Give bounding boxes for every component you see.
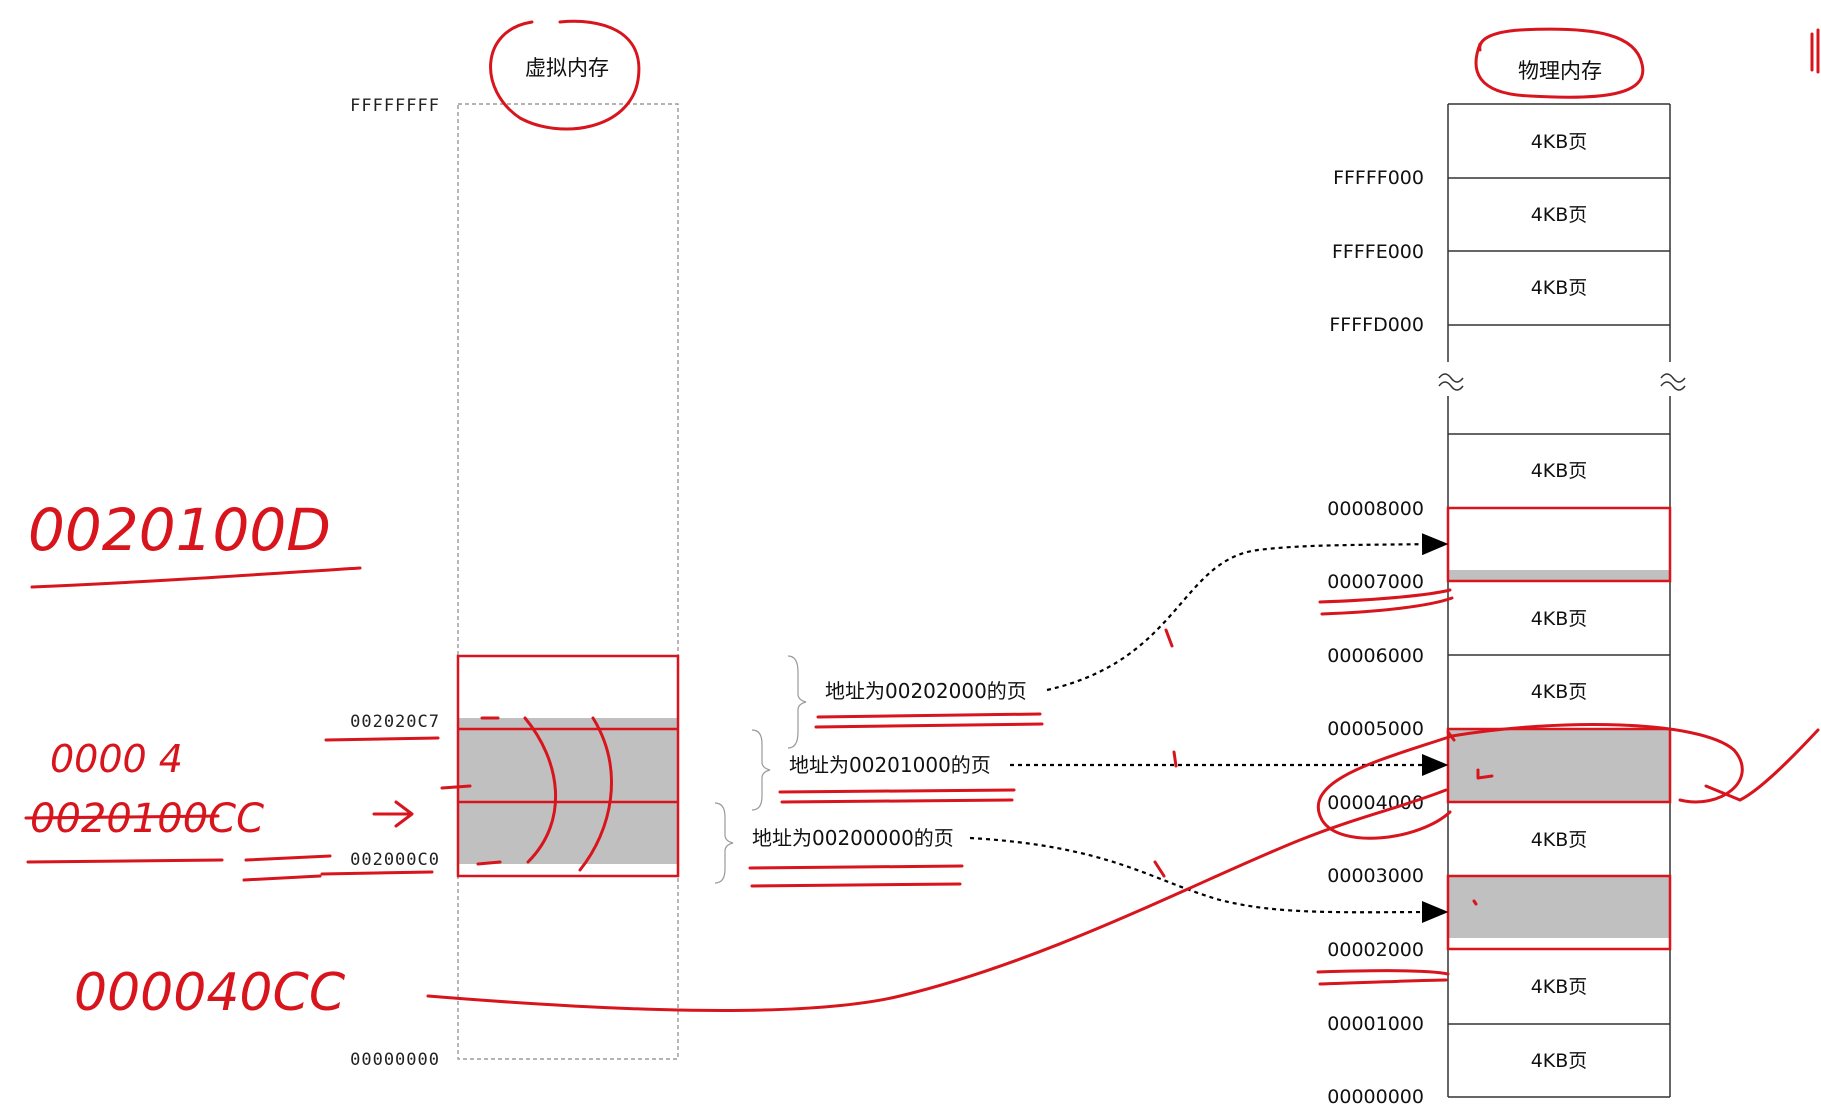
addr-underlines — [320, 736, 440, 876]
virtual-shaded-region — [458, 718, 678, 864]
callout-underline-2 — [778, 788, 1016, 804]
callouts: 地址为00202000的页 地址为00201000的页 地址为00200000的… — [714, 533, 1449, 924]
phys-frame-4000 — [1446, 727, 1672, 804]
callout-label-00200000: 地址为00200000的页 — [752, 826, 954, 850]
arc-1 — [523, 716, 557, 864]
big-number-underline — [30, 566, 362, 589]
page-label: 4KB页 — [1531, 131, 1588, 153]
arrow-to-7000 — [1046, 533, 1449, 692]
phys-addr: FFFFF000 — [1333, 167, 1424, 189]
phys-addr: 00003000 — [1327, 865, 1424, 887]
page-label: 4KB页 — [1531, 608, 1588, 630]
virtual-addr-bottom: 00000000 — [350, 1050, 440, 1070]
callout-label-00202000: 地址为00202000的页 — [825, 679, 1027, 703]
phys-frame-2000-shade — [1448, 876, 1670, 938]
dot-2000 — [1472, 899, 1478, 906]
brace-3 — [714, 802, 734, 884]
phys-addr: 00001000 — [1327, 1013, 1424, 1035]
virtual-memory-column: 虚拟内存 FFFFFFFF 002020C7 002000C0 00000000 — [350, 56, 680, 1070]
page-label: 4KB页 — [1531, 976, 1588, 998]
phys-addr: 00004000 — [1327, 792, 1424, 814]
page-label: 4KB页 — [1531, 277, 1588, 299]
page-label: 4KB页 — [1531, 681, 1588, 703]
virtual-addr-low: 002000C0 — [350, 850, 440, 870]
handwritten-bottom-number: 000040CC — [74, 963, 346, 1023]
physical-memory-column: 物理内存 4KB页 4KB页 4KB页 4KB页 4KB页 4KB页 4KB页 … — [1327, 59, 1686, 1108]
phys-addr: 00000000 — [1327, 1086, 1424, 1108]
arrow-to-2000 — [969, 836, 1449, 924]
callout-underline-3 — [748, 864, 964, 888]
break-mark-left — [1438, 373, 1464, 383]
handwritten-big-number: 0020100D — [28, 496, 331, 564]
handwritten-small-number: 0000 4 — [50, 737, 183, 781]
phys-addr: FFFFE000 — [1332, 241, 1424, 263]
phys-addr: FFFFD000 — [1329, 314, 1424, 336]
mark-4000 — [1476, 768, 1494, 780]
brace-1 — [787, 655, 807, 749]
callout-underline-1 — [814, 712, 1044, 729]
circle-virtual-title — [489, 19, 641, 131]
virtual-memory-title: 虚拟内存 — [525, 56, 609, 80]
underline-7000 — [1318, 588, 1454, 616]
virtual-memory-frame — [457, 103, 679, 1060]
brace-2 — [751, 729, 771, 811]
virtual-addr-mid: 002020C7 — [350, 712, 440, 732]
virtual-pages-box — [456, 654, 680, 878]
page-label: 4KB页 — [1531, 460, 1588, 482]
virtual-addr-top: FFFFFFFF — [350, 96, 440, 116]
circle-physical-title — [1474, 27, 1645, 99]
strike-line — [24, 814, 220, 820]
circle-4000-right — [1450, 723, 1744, 804]
handwritten-annotations: 0020100D 0000 4 0020100CC 000040CC — [24, 19, 1820, 1023]
arrow-ticks — [1153, 628, 1178, 878]
connector-curve — [426, 788, 1448, 1012]
tick-4000 — [1446, 730, 1456, 742]
connector-tail — [1738, 728, 1820, 802]
handwritten-arrow — [372, 800, 414, 828]
phys-addr: 00007000 — [1327, 571, 1424, 593]
break-mark-right — [1660, 373, 1686, 383]
phys-addr: 00006000 — [1327, 645, 1424, 667]
underline-2000 — [1316, 969, 1450, 986]
phys-addr: 00005000 — [1327, 718, 1424, 740]
page-label: 4KB页 — [1531, 204, 1588, 226]
edge-mark — [1810, 28, 1820, 74]
tick-marks — [476, 716, 502, 866]
circle-4000-left — [1316, 734, 1454, 840]
dash-mark — [440, 784, 472, 790]
struck-number-underlines — [26, 854, 332, 882]
page-label: 4KB页 — [1531, 829, 1588, 851]
page-label: 4KB页 — [1531, 1050, 1588, 1072]
physical-memory-title: 物理内存 — [1518, 59, 1602, 83]
phys-addr: 00008000 — [1327, 498, 1424, 520]
phys-frame-7000-shade — [1448, 570, 1670, 581]
arc-2 — [578, 716, 613, 872]
phys-addr: 00002000 — [1327, 939, 1424, 961]
callout-label-00201000: 地址为00201000的页 — [789, 753, 991, 777]
